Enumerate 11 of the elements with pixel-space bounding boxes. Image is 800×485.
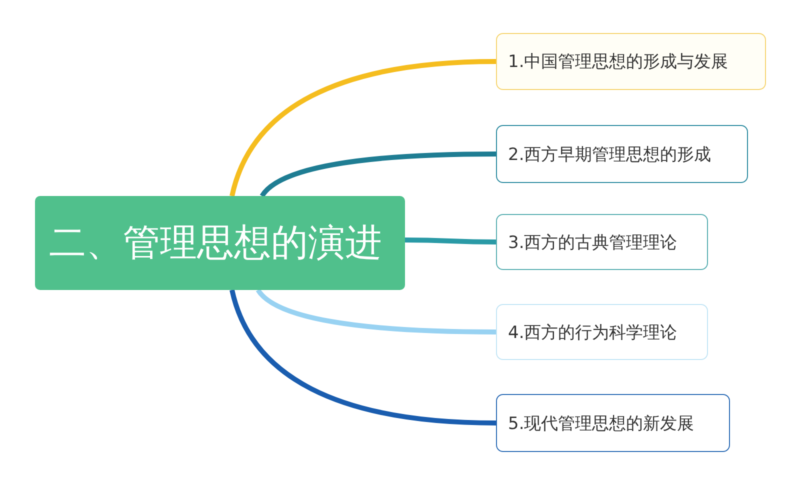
branch-curve — [230, 289, 496, 426]
branch-curve — [230, 59, 496, 197]
topic-box: 4.西方的行为科学理论 — [496, 304, 708, 360]
topic-box: 3.西方的古典管理理论 — [496, 214, 708, 270]
branch-curve — [256, 288, 496, 334]
topic-box: 1.中国管理思想的形成与发展 — [496, 33, 766, 90]
branch-curve — [405, 238, 496, 244]
central-topic-box: 二、管理思想的演进 — [35, 196, 405, 290]
branch-curve — [260, 152, 496, 198]
topic-box: 5.现代管理思想的新发展 — [496, 394, 730, 452]
topic-box: 2.西方早期管理思想的形成 — [496, 125, 748, 183]
